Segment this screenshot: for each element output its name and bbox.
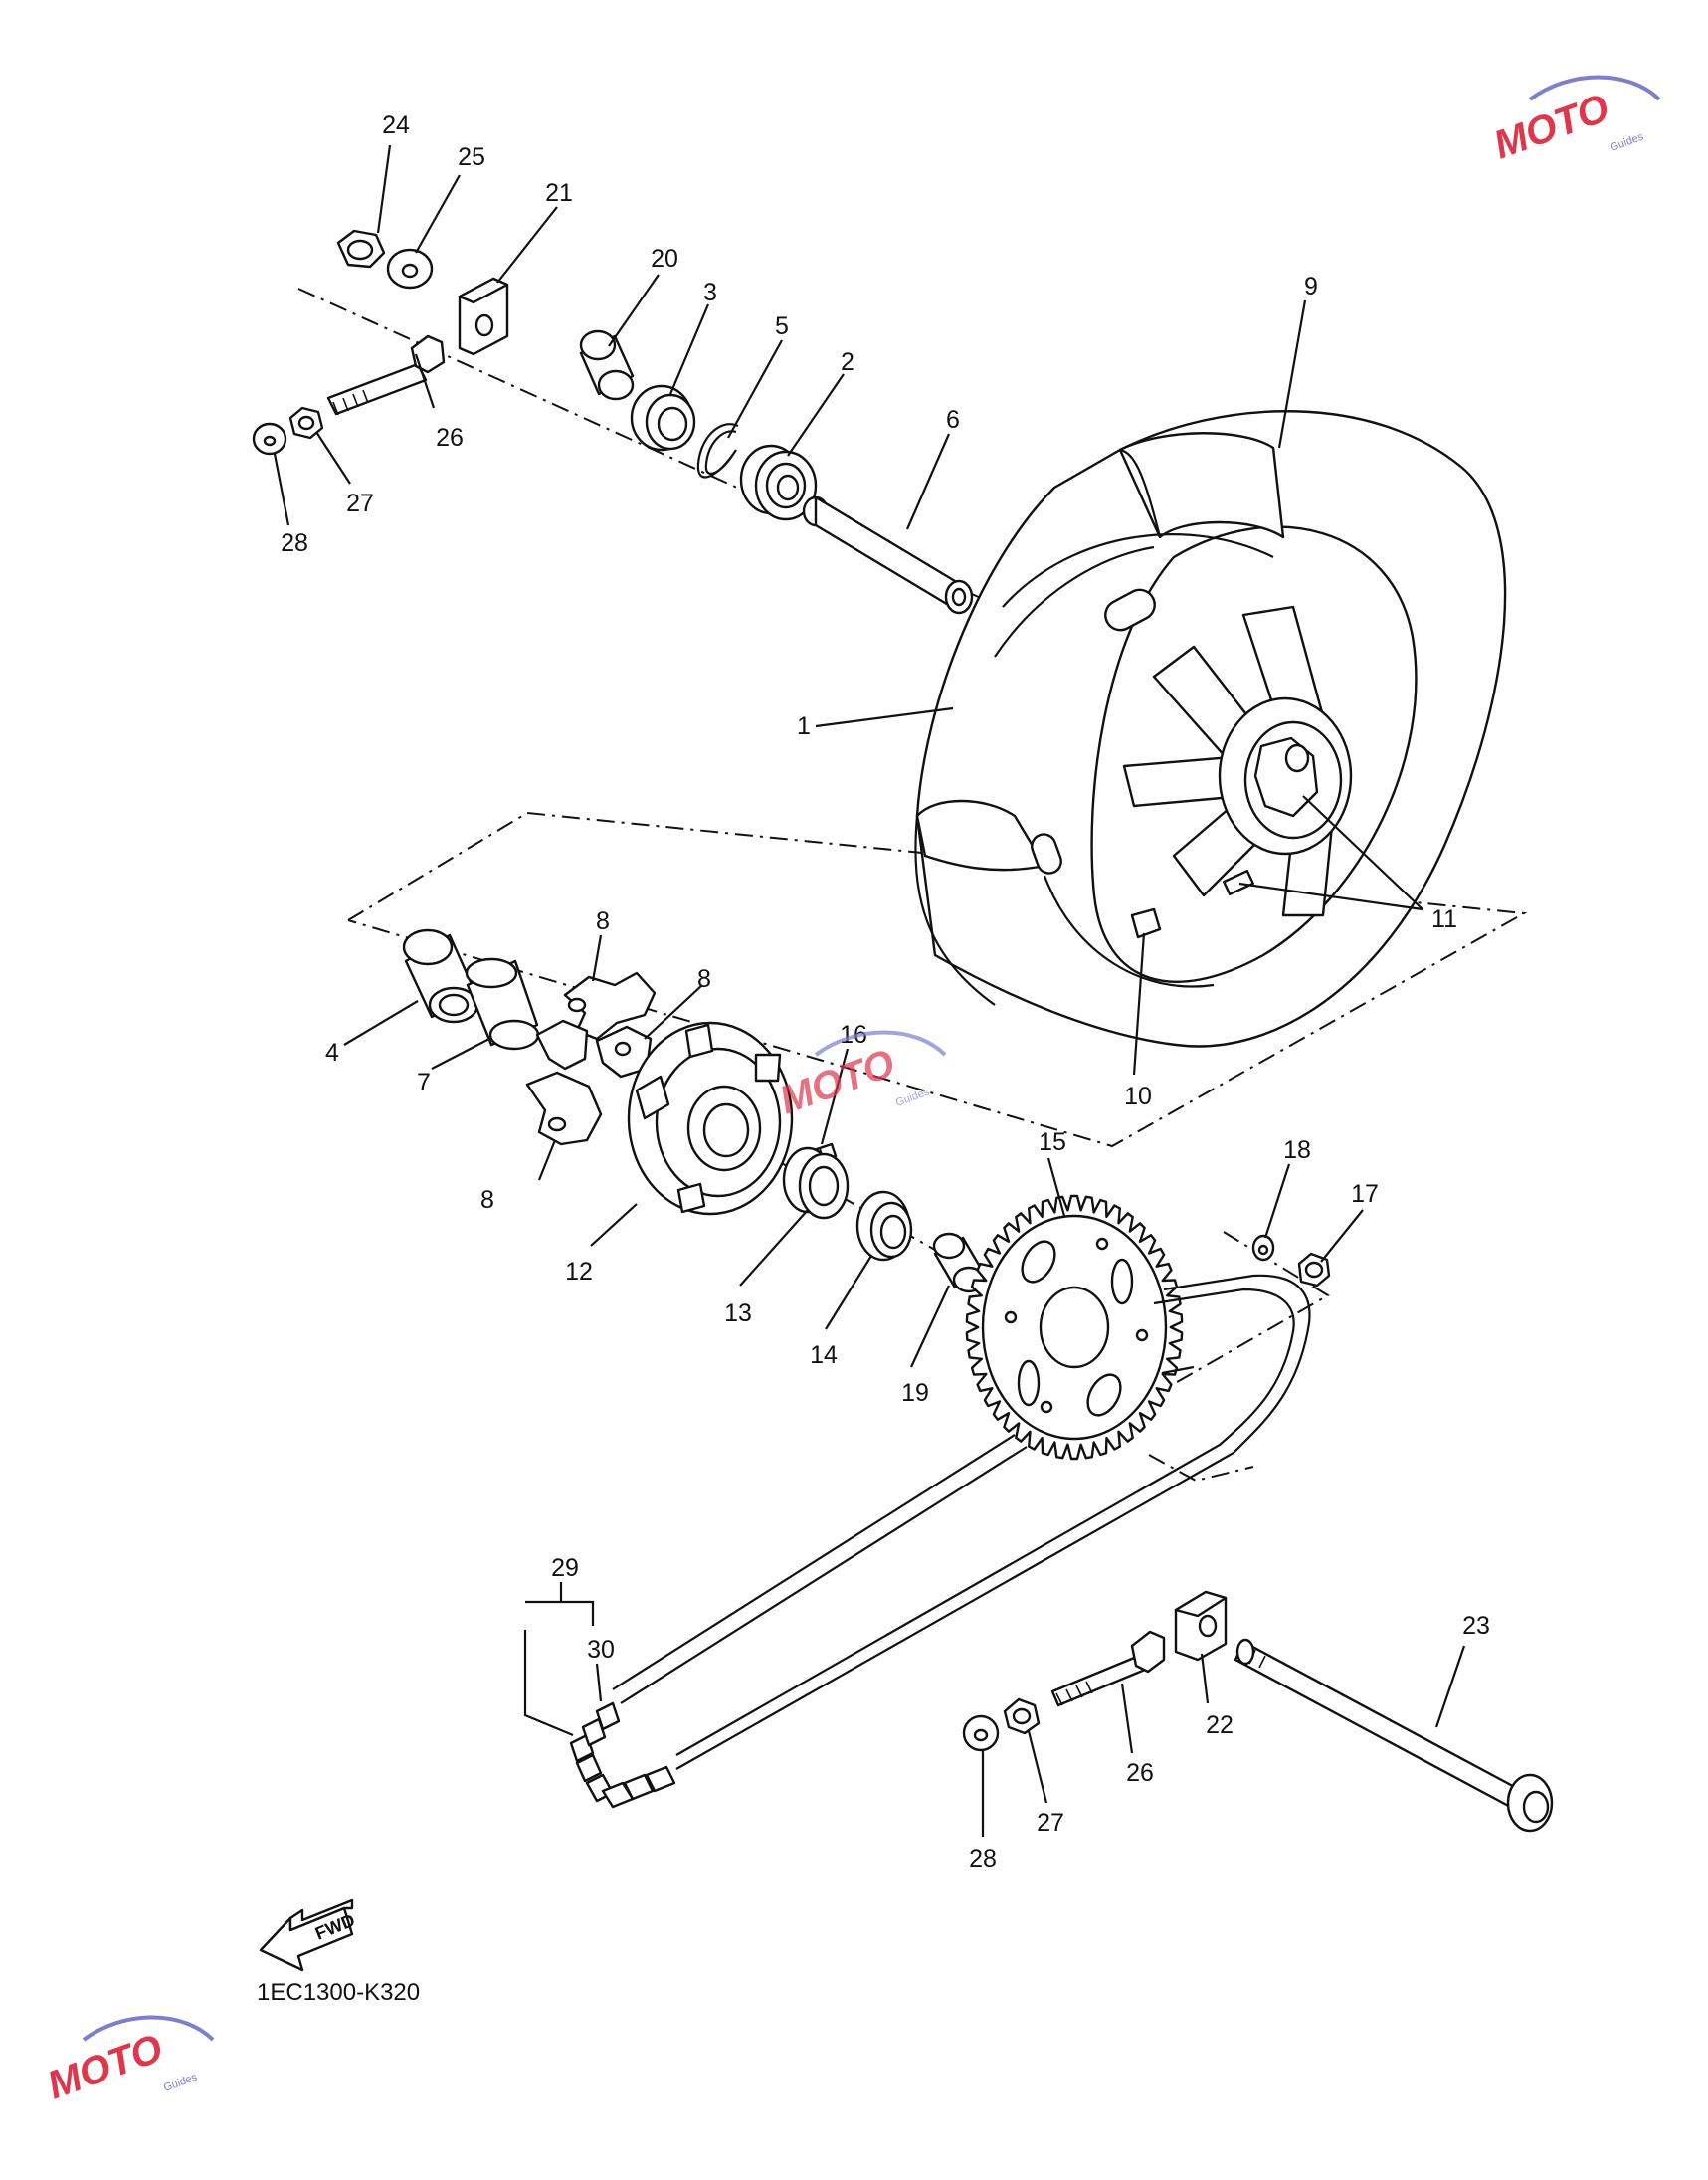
- nut-27-upper: [288, 406, 324, 440]
- washer-28-upper: [252, 422, 287, 456]
- collar-19: [932, 1232, 986, 1293]
- watermark-logo-top: MOTO Guides: [1488, 75, 1661, 167]
- bearing-13: [782, 1146, 850, 1220]
- callout-1: 1: [797, 712, 811, 740]
- diagram-code: 1EC1300-K320: [257, 1979, 420, 2006]
- callout-28-lower: 28: [969, 1845, 997, 1873]
- callout-20: 20: [651, 245, 678, 273]
- damper-8: [525, 971, 657, 1146]
- callout-13: 13: [724, 1299, 752, 1327]
- svg-text:Guides: Guides: [162, 2071, 199, 2093]
- callout-27-lower: 27: [1037, 1809, 1064, 1837]
- callout-4: 4: [325, 1039, 339, 1067]
- callout-15: 15: [1039, 1128, 1066, 1156]
- collar-7: [465, 957, 540, 1051]
- bearing-2: [739, 444, 818, 521]
- callout-8-top: 8: [596, 907, 610, 935]
- fwd-arrow-icon: FWD: [259, 1898, 357, 1972]
- callout-22: 22: [1206, 1711, 1234, 1739]
- nut-27-lower: [1003, 1697, 1041, 1735]
- callout-labels: 24 25 21 20 3 5 2 6 9 26 27 28 1 11 10 8…: [281, 111, 1490, 1873]
- svg-text:Guides: Guides: [894, 1086, 931, 1108]
- clutch-hub-12: [627, 1021, 794, 1216]
- callout-18: 18: [1283, 1136, 1311, 1164]
- chain-links: [569, 1701, 676, 1809]
- nut-17: [1297, 1252, 1331, 1288]
- callout-23: 23: [1462, 1612, 1490, 1640]
- callout-8-right: 8: [697, 965, 711, 993]
- callout-25: 25: [458, 143, 485, 171]
- svg-text:MOTO: MOTO: [1488, 86, 1614, 167]
- callout-28-upper: 28: [281, 529, 308, 557]
- callout-5: 5: [775, 312, 789, 340]
- callout-11: 11: [1431, 905, 1457, 933]
- nut-24: [336, 229, 386, 269]
- collar-20: [579, 329, 635, 401]
- callout-3: 3: [703, 279, 717, 306]
- upper-hardware: [252, 229, 974, 615]
- callout-17: 17: [1351, 1180, 1379, 1208]
- svg-text:Guides: Guides: [1609, 130, 1645, 153]
- oil-seal-3: [630, 384, 696, 452]
- callout-26-upper: 26: [436, 424, 464, 452]
- hub-group: [402, 928, 986, 1293]
- watermark-logo-bottom: MOTO Guides: [42, 2015, 215, 2107]
- wheel-1: [914, 410, 1507, 1048]
- axle-23: [1234, 1638, 1554, 1833]
- drive-chain-29: [569, 1274, 1311, 1809]
- callout-19: 19: [901, 1379, 929, 1407]
- callout-7: 7: [417, 1069, 431, 1096]
- washer-25: [386, 248, 434, 290]
- svg-text:MOTO: MOTO: [42, 2026, 168, 2107]
- sprocket-15: [965, 1194, 1184, 1461]
- spacer-6: [802, 495, 974, 615]
- washer-28-lower: [962, 1714, 1000, 1752]
- callout-2: 2: [841, 348, 854, 376]
- circlip-5: [696, 423, 739, 479]
- callout-6: 6: [946, 406, 960, 434]
- callout-10: 10: [1124, 1083, 1152, 1110]
- callout-9: 9: [1304, 273, 1318, 300]
- washer-18: [1251, 1234, 1275, 1262]
- lower-hardware: [962, 1590, 1554, 1833]
- leader-lines: [273, 144, 1466, 1837]
- adjuster-plate-21: [458, 277, 509, 356]
- bolt-26-lower: [1050, 1630, 1166, 1707]
- oil-seal-14: [855, 1190, 913, 1262]
- callout-12: 12: [565, 1258, 593, 1286]
- callout-24: 24: [382, 111, 410, 139]
- callout-29: 29: [551, 1554, 579, 1582]
- callout-26-lower: 26: [1126, 1759, 1154, 1787]
- callout-8-bottom: 8: [480, 1186, 494, 1214]
- callout-30: 30: [587, 1636, 615, 1664]
- callout-21: 21: [545, 179, 573, 207]
- svg-text:MOTO: MOTO: [774, 1041, 900, 1122]
- callout-14: 14: [810, 1341, 838, 1369]
- bearing-4: [402, 928, 479, 1024]
- bolt-26-upper: [326, 334, 446, 416]
- callout-27-upper: 27: [346, 490, 374, 517]
- adjuster-plate-22: [1174, 1590, 1228, 1662]
